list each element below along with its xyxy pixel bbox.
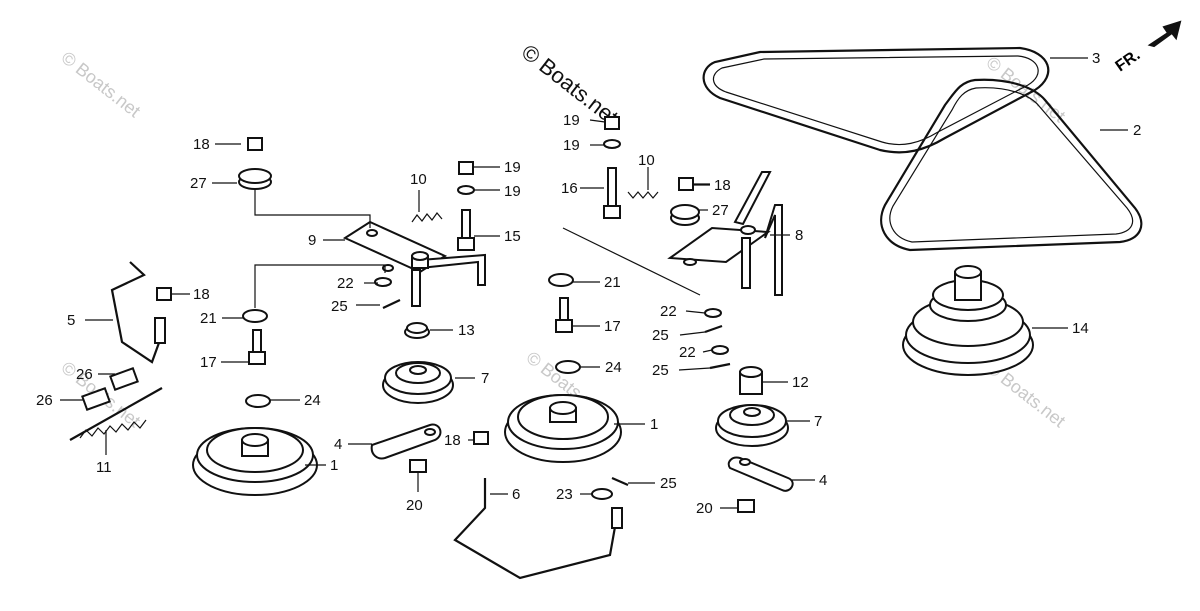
callout-1: 1: [330, 457, 338, 474]
callout-2: 2: [1133, 122, 1141, 139]
callout-18: 18: [444, 432, 461, 449]
callout-14: 14: [1072, 320, 1089, 337]
callout-13: 13: [458, 322, 475, 339]
collar-13: [404, 322, 430, 339]
callout-5: 5: [67, 312, 75, 329]
callout-26: 26: [76, 366, 93, 383]
arm-4-left: [370, 423, 442, 460]
callout-4: 4: [819, 472, 827, 489]
watermarks: © Boats.net © Boats.net © Boats.net © Bo…: [58, 47, 1070, 431]
rod-5: [110, 261, 166, 364]
pulley-7-right: [715, 404, 789, 447]
callout-19: 19: [563, 112, 580, 129]
belt-3: [702, 46, 1050, 154]
callout-20: 20: [406, 497, 423, 514]
callout-25: 25: [331, 298, 348, 315]
pins: [382, 299, 731, 487]
callout-10: 10: [638, 152, 655, 169]
callout-4: 4: [334, 436, 342, 453]
spring-10-left: [411, 212, 443, 223]
callout-22: 22: [337, 275, 354, 292]
pulley-1-left: [192, 427, 318, 496]
callout-6: 6: [512, 486, 520, 503]
watermark-1: © Boats.net: [58, 47, 145, 121]
bolt-17-center: [555, 297, 573, 333]
callout-21: 21: [200, 310, 217, 327]
callout-22: 22: [679, 344, 696, 361]
bolt-16: [603, 167, 621, 219]
callouts: 18 27 9 10 19 19 15 22 25 13 21 17 18 5 …: [36, 50, 1141, 517]
callout-26: 26: [36, 392, 53, 409]
callout-18: 18: [714, 177, 731, 194]
callout-25: 25: [660, 475, 677, 492]
callout-24: 24: [605, 359, 622, 376]
callout-7: 7: [814, 413, 822, 430]
callout-25: 25: [652, 362, 669, 379]
watermark-4: © Boats.net: [983, 52, 1070, 126]
bracket-9: [342, 220, 486, 307]
pulley-14: [902, 265, 1034, 376]
callout-22: 22: [660, 303, 677, 320]
pulley-7-left: [382, 361, 454, 404]
callout-19: 19: [563, 137, 580, 154]
leader-lines: [60, 57, 1128, 509]
callout-18: 18: [193, 286, 210, 303]
callout-16: 16: [561, 180, 578, 197]
callout-12: 12: [792, 374, 809, 391]
bracket-8: [667, 171, 783, 296]
callout-24: 24: [304, 392, 321, 409]
spacer-12: [739, 366, 763, 395]
nuts: [156, 116, 755, 513]
callout-3: 3: [1092, 50, 1100, 67]
callout-11: 11: [96, 459, 112, 476]
callout-20: 20: [696, 500, 713, 517]
front-arrow-icon: [1147, 20, 1182, 48]
callout-10: 10: [410, 171, 427, 188]
callout-8: 8: [795, 227, 803, 244]
callout-18: 18: [193, 136, 210, 153]
callout-19: 19: [504, 159, 521, 176]
callout-7: 7: [481, 370, 489, 387]
rod-11: [69, 387, 163, 441]
callout-27: 27: [190, 175, 207, 192]
callout-17: 17: [200, 354, 217, 371]
callout-17: 17: [604, 318, 621, 335]
bolt-15: [457, 209, 475, 251]
callout-21: 21: [604, 274, 621, 291]
arm-4-right: [727, 456, 794, 492]
callout-19: 19: [504, 183, 521, 200]
front-indicator: FR.: [1113, 20, 1182, 76]
callout-9: 9: [308, 232, 316, 249]
callout-25: 25: [652, 327, 669, 344]
pulley-27: [238, 168, 700, 226]
callout-23: 23: [556, 486, 573, 503]
rod-6: [453, 478, 623, 580]
bolt-17-left: [248, 329, 266, 365]
pulley-1-center: [504, 394, 622, 463]
sleeves-26: [81, 367, 139, 411]
belt-2: [880, 78, 1143, 252]
callout-15: 15: [504, 228, 521, 245]
callout-27: 27: [712, 202, 729, 219]
front-label: FR.: [1113, 47, 1144, 76]
callout-1: 1: [650, 416, 658, 433]
spring-10-right: [627, 191, 659, 199]
